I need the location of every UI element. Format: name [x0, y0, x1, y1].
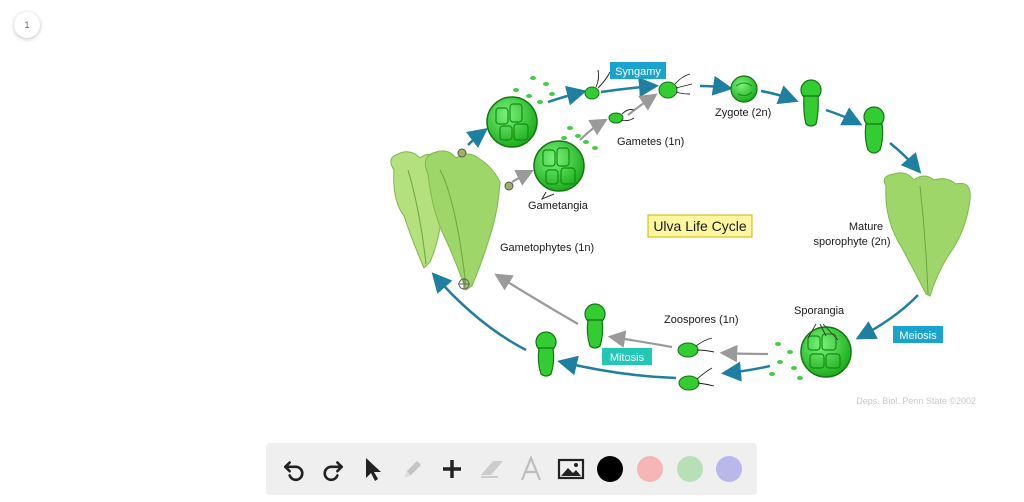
color-swatch-purple[interactable] [712, 452, 746, 486]
eraser-icon[interactable] [475, 452, 509, 486]
sporangia-cell [800, 323, 852, 378]
credit-watermark: Deps. Biol. Penn State ©2002 [856, 396, 976, 406]
mature-sporophyte-thallus [883, 172, 971, 297]
svg-text:Mitosis: Mitosis [610, 352, 645, 364]
zygote-cell [730, 75, 758, 103]
svg-text:Ulva Life Cycle: Ulva Life Cycle [653, 218, 747, 234]
sporangia-label: Sporangia [794, 305, 845, 317]
flagella [595, 69, 715, 387]
svg-text:Meiosis: Meiosis [899, 330, 937, 342]
redo-icon[interactable] [316, 452, 350, 486]
gametangia-label: Gametangia [528, 200, 589, 212]
gametangia-cells [486, 96, 585, 201]
image-icon[interactable] [554, 452, 588, 486]
gametes-label: Gametes (1n) [617, 136, 684, 148]
swatch-green-dot [676, 456, 703, 482]
zoospore-specks [769, 342, 803, 380]
syngamy-tag: Syngamy [610, 62, 666, 79]
svg-text:Syngamy: Syngamy [615, 66, 661, 78]
grey-arrows [494, 93, 769, 363]
swatch-pink-dot [636, 456, 663, 482]
zoospores-label: Zoospores (1n) [664, 314, 739, 326]
undo-icon[interactable] [277, 452, 311, 486]
color-swatch-green[interactable] [673, 452, 707, 486]
swatch-black-dot [597, 456, 624, 482]
page-indicator[interactable]: 1 [14, 12, 40, 38]
gametophyte-thalli [390, 148, 514, 291]
color-swatch-black[interactable] [593, 452, 627, 486]
swatch-purple-dot [716, 456, 743, 482]
mature-sporophyte-label-line2: sporophyte (2n) [813, 236, 890, 248]
cycle-arrows [431, 75, 922, 382]
gametes [584, 81, 700, 391]
diagram-title: Ulva Life Cycle [647, 214, 753, 238]
gametophytes-label: Gametophytes (1n) [500, 242, 594, 254]
pencil-icon[interactable] [396, 452, 430, 486]
mature-sporophyte-label-line1: Mature [849, 221, 883, 233]
drawing-toolbar [266, 443, 757, 495]
text-icon[interactable] [514, 452, 548, 486]
pointer-icon[interactable] [356, 452, 390, 486]
meiosis-tag: Meiosis [893, 326, 943, 343]
zygote-label: Zygote (2n) [715, 107, 771, 119]
developing-sporophytes [535, 79, 885, 377]
mitosis-tag: Mitosis [602, 348, 652, 365]
color-swatch-pink[interactable] [633, 452, 667, 486]
gamete-specks [513, 76, 598, 150]
plus-icon[interactable] [435, 452, 469, 486]
cursor-marker-icon [458, 278, 470, 290]
